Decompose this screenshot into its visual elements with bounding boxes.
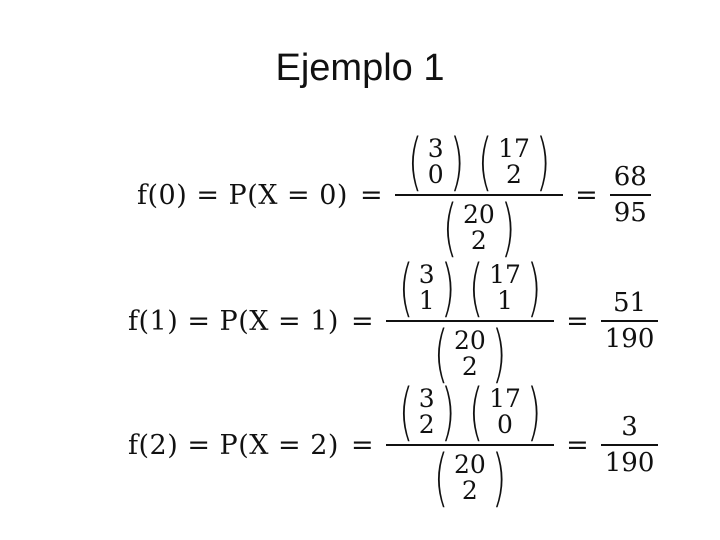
right-paren: ) <box>526 375 542 448</box>
fraction-bar <box>600 320 659 322</box>
equals-sign: = <box>350 429 374 461</box>
equation-lhs: f(1) = P(X = 1) <box>128 305 339 337</box>
right-paren: ) <box>500 191 516 264</box>
equation-f1: f(1) = P(X = 1) = ( 3 1 ) ( 17 1 ) <box>128 251 659 390</box>
binom-bottom: 1 <box>497 286 513 315</box>
binom-top: 17 <box>498 134 530 163</box>
binom-bottom: 2 <box>506 160 522 189</box>
result-numerator: 51 <box>613 288 647 318</box>
binom-top: 20 <box>453 450 486 479</box>
left-paren: ( <box>407 125 422 198</box>
right-paren: ) <box>535 125 551 198</box>
ratio-denominator: ( 20 2 ) <box>421 317 519 390</box>
binom-top: 17 <box>489 384 521 413</box>
fraction-bar <box>385 320 555 322</box>
binomial-coefficient: ( 3 1 ) <box>394 251 460 324</box>
right-paren: ) <box>440 251 456 324</box>
slide-title: Ejemplo 1 <box>275 47 445 89</box>
right-paren: ) <box>491 441 507 514</box>
equation-lhs: f(2) = P(X = 2) <box>128 429 339 461</box>
left-paren: ( <box>398 375 413 448</box>
left-paren: ( <box>468 251 484 324</box>
binom-bottom: 0 <box>497 410 513 439</box>
ratio-numerator: ( 3 0 ) ( 17 2 ) <box>395 125 564 198</box>
result-denominator: 190 <box>604 448 655 478</box>
left-paren: ( <box>442 191 458 264</box>
binomial-coefficient: ( 17 0 ) <box>464 375 546 448</box>
equals-sign: = <box>575 179 598 211</box>
result-denominator: 95 <box>613 198 647 228</box>
left-paren: ( <box>433 317 449 390</box>
result-numerator: 68 <box>613 162 647 192</box>
fraction-bar <box>385 444 555 446</box>
binom-bottom: 0 <box>427 160 444 189</box>
left-paren: ( <box>477 125 493 198</box>
binom-bottom: 2 <box>470 226 487 255</box>
binomial-coefficient: ( 17 2 ) <box>473 125 555 198</box>
right-paren: ) <box>440 375 456 448</box>
right-paren: ) <box>526 251 542 324</box>
binomial-coefficient: ( 3 0 ) <box>403 125 469 198</box>
equation-lhs: f(0) = P(X = 0) <box>137 179 348 211</box>
result-fraction: 3 190 <box>600 412 659 478</box>
binom-top: 3 <box>418 260 435 289</box>
binom-bottom: 1 <box>418 286 435 315</box>
binomial-coefficient: ( 17 1 ) <box>464 251 546 324</box>
binom-top: 20 <box>462 200 495 229</box>
fraction-bar <box>600 444 659 446</box>
fraction-bar <box>609 194 651 196</box>
equals-sign: = <box>566 429 589 461</box>
equals-sign: = <box>566 305 589 337</box>
binom-top: 20 <box>453 326 486 355</box>
ratio-numerator: ( 3 1 ) ( 17 1 ) <box>386 251 555 324</box>
equals-sign: = <box>350 305 374 337</box>
binom-bottom: 2 <box>418 410 435 439</box>
left-paren: ( <box>433 441 449 514</box>
left-paren: ( <box>468 375 484 448</box>
equals-sign: = <box>359 179 383 211</box>
binomial-coefficient: ( 20 2 ) <box>429 317 511 390</box>
ratio-denominator: ( 20 2 ) <box>421 441 519 514</box>
right-paren: ) <box>449 125 465 198</box>
binom-bottom: 2 <box>461 476 478 505</box>
binom-top: 3 <box>418 384 435 413</box>
binom-top: 3 <box>427 134 444 163</box>
result-fraction: 68 95 <box>609 162 651 228</box>
binomial-coefficient: ( 20 2 ) <box>438 191 520 264</box>
fraction-bar <box>394 194 564 196</box>
equation-f2: f(2) = P(X = 2) = ( 3 2 ) ( 17 0 ) <box>128 375 659 514</box>
binomial-ratio: ( 3 1 ) ( 17 1 ) ( 20 <box>385 251 555 390</box>
ratio-denominator: ( 20 2 ) <box>430 191 528 264</box>
right-paren: ) <box>491 317 507 390</box>
binomial-coefficient: ( 3 2 ) <box>394 375 460 448</box>
equation-f0: f(0) = P(X = 0) = ( 3 0 ) ( 17 2 ) <box>137 125 651 264</box>
binom-bottom: 2 <box>461 352 478 381</box>
result-fraction: 51 190 <box>600 288 659 354</box>
result-denominator: 190 <box>604 324 655 354</box>
ratio-numerator: ( 3 2 ) ( 17 0 ) <box>386 375 555 448</box>
binomial-ratio: ( 3 0 ) ( 17 2 ) ( 20 <box>394 125 564 264</box>
result-numerator: 3 <box>621 412 638 442</box>
binomial-coefficient: ( 20 2 ) <box>429 441 511 514</box>
binom-top: 17 <box>489 260 521 289</box>
left-paren: ( <box>398 251 413 324</box>
binomial-ratio: ( 3 2 ) ( 17 0 ) ( 20 <box>385 375 555 514</box>
